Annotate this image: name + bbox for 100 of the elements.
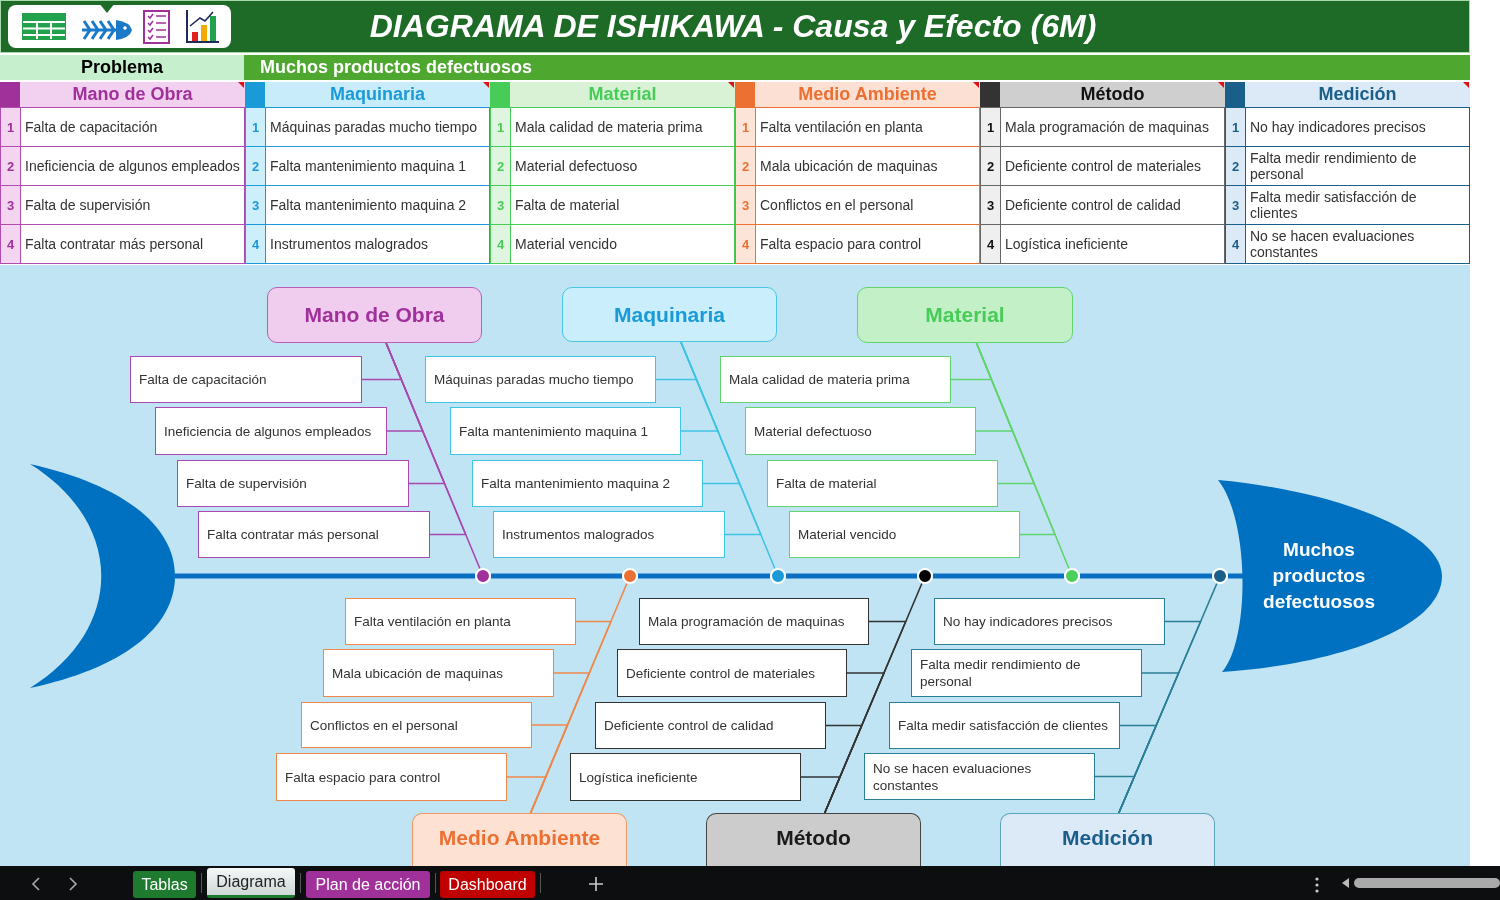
cause-entry: Deficiente control de calidad: [1000, 185, 1225, 225]
bone-line: [680, 341, 776, 570]
cause-box: Deficiente control de materiales: [617, 649, 847, 697]
row-number: 1: [245, 107, 265, 147]
bone-line: [823, 582, 923, 814]
cause-entry: Falta de capacitación: [20, 107, 245, 147]
row-number: 1: [0, 107, 20, 147]
category-box: Método: [706, 813, 921, 866]
category-header: Método: [980, 82, 1225, 107]
cause-entry: Conflictos en el personal: [755, 185, 980, 225]
cause-entry: No hay indicadores precisos: [1245, 107, 1470, 147]
row-number: 1: [1225, 107, 1245, 147]
sheet-tab: Plan de acción: [306, 871, 430, 898]
bone-line: [1118, 582, 1218, 814]
cause-entry: Instrumentos malogrados: [265, 224, 490, 264]
cause-entry: Logística ineficiente: [1000, 224, 1225, 264]
row-number: 4: [1225, 224, 1245, 264]
cause-entry: Falta de material: [510, 185, 735, 225]
row-number: 2: [490, 146, 510, 186]
row-number: 3: [980, 185, 1000, 225]
bone-line: [975, 342, 1070, 570]
spine-line: [786, 573, 917, 579]
cause-box: Conflictos en el personal: [301, 702, 532, 748]
active-sheet-tab: Diagrama: [207, 868, 295, 898]
cause-entry: Material vencido: [510, 224, 735, 264]
row-number: 1: [735, 107, 755, 147]
row-number: 1: [490, 107, 510, 147]
spine-line: [1080, 573, 1212, 579]
row-number: 2: [1225, 146, 1245, 186]
cause-entry: Falta de supervisión: [20, 185, 245, 225]
cause-box: Logística ineficiente: [570, 753, 801, 801]
row-number: 2: [980, 146, 1000, 186]
spine-line: [638, 573, 770, 579]
problem-heading: Problema: [0, 55, 244, 80]
category-box: Medio Ambiente: [412, 813, 627, 866]
category-header: Maquinaria: [245, 82, 490, 107]
sheet-tab: Tablas: [133, 871, 196, 898]
diagram-title: DIAGRAMA DE ISHIKAWA - Causa y Efecto (6M): [369, 7, 1097, 45]
cause-box: Falta de material: [767, 460, 998, 507]
cause-entry: Máquinas paradas mucho tiempo: [265, 107, 490, 147]
category-box: Maquinaria: [562, 287, 777, 342]
cause-entry: Falta mantenimiento maquina 2: [265, 185, 490, 225]
cause-entry: Mala calidad de materia prima: [510, 107, 735, 147]
cause-entry: Material defectuoso: [510, 146, 735, 186]
cause-box: Material defectuoso: [745, 407, 976, 455]
bone-line: [529, 582, 628, 814]
cause-entry: Falta contratar más personal: [20, 224, 245, 264]
row-number: 4: [245, 224, 265, 264]
cause-box: Falta de capacitación: [130, 356, 362, 403]
spine-line: [491, 573, 622, 579]
fish-tail-shape: [30, 464, 175, 688]
cause-entry: Deficiente control de materiales: [1000, 146, 1225, 186]
category-box: Material: [857, 287, 1073, 343]
row-number: 3: [0, 185, 20, 225]
cause-box: Deficiente control de calidad: [595, 702, 826, 749]
row-number: 3: [1225, 185, 1245, 225]
row-number: 3: [490, 185, 510, 225]
spine-line: [1228, 573, 1243, 579]
row-number: 4: [0, 224, 20, 264]
cause-entry: Falta mantenimiento maquina 1: [265, 146, 490, 186]
cause-entry: No se hacen evaluaciones constantes: [1245, 224, 1470, 264]
cause-entry: Falta espacio para control: [755, 224, 980, 264]
cause-box: No hay indicadores precisos: [934, 598, 1165, 645]
cause-box: Falta mantenimiento maquina 1: [450, 407, 681, 455]
row-number: 1: [980, 107, 1000, 147]
cause-entry: Ineficiencia de algunos empleados: [20, 146, 245, 186]
cause-box: Ineficiencia de algunos empleados: [155, 407, 387, 455]
cause-box: No se hacen evaluaciones constantes: [864, 753, 1095, 800]
category-box: Mano de Obra: [267, 287, 482, 343]
fish-head-shape: Muchos productos defectuosos: [1218, 480, 1442, 672]
spine-line: [175, 573, 475, 579]
cause-box: Falta contratar más personal: [198, 511, 430, 558]
cause-entry: Falta medir satisfacción de clientes: [1245, 185, 1470, 225]
sheet-tab: Dashboard: [440, 871, 535, 898]
cause-box: Mala ubicación de maquinas: [323, 649, 554, 697]
category-header: Medición: [1225, 82, 1470, 107]
row-number: 4: [735, 224, 755, 264]
row-number: 2: [0, 146, 20, 186]
cause-box: Mala calidad de materia prima: [720, 356, 951, 403]
cause-entry: Falta ventilación en planta: [755, 107, 980, 147]
cause-box: Instrumentos malogrados: [493, 511, 725, 558]
row-number: 4: [490, 224, 510, 264]
category-header: Material: [490, 82, 735, 107]
cause-box: Material vencido: [789, 511, 1020, 558]
row-number: 4: [980, 224, 1000, 264]
cause-box: Máquinas paradas mucho tiempo: [425, 356, 656, 403]
spine-line: [933, 573, 1064, 579]
cause-box: Mala programación de maquinas: [639, 598, 869, 645]
cause-box: Falta mantenimiento maquina 2: [472, 460, 703, 507]
row-number: 2: [735, 146, 755, 186]
cause-entry: Mala programación de maquinas: [1000, 107, 1225, 147]
category-header: Mano de Obra: [0, 82, 245, 107]
category-header: Medio Ambiente: [735, 82, 980, 107]
category-box: Medición: [1000, 813, 1215, 866]
cause-entry: Falta medir rendimiento de personal: [1245, 146, 1470, 186]
row-number: 3: [245, 185, 265, 225]
row-number: 2: [245, 146, 265, 186]
cause-box: Falta de supervisión: [177, 460, 409, 507]
cause-box: Falta espacio para control: [276, 753, 507, 801]
problem-statement: Muchos productos defectuosos: [244, 55, 1470, 80]
